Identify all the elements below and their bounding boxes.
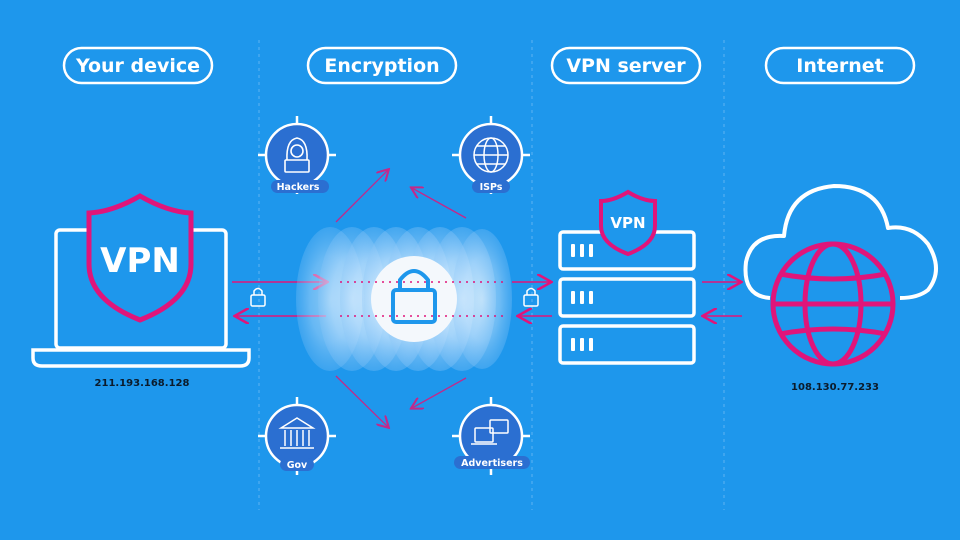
threat-advertisers: Advertisers	[452, 397, 530, 475]
threat-hackers-label: Hackers	[277, 182, 320, 193]
column-dividers	[258, 40, 725, 510]
header-encryption-label: Encryption	[324, 55, 439, 77]
threat-advertisers-label: Advertisers	[461, 458, 523, 469]
internet-ip-address: 108.130.77.233	[791, 382, 879, 393]
header-your-device-label: Your device	[75, 55, 200, 77]
server-vpn-shield: VPN	[599, 189, 657, 257]
header-vpn-server-label: VPN server	[566, 55, 686, 77]
server-shield-label: VPN	[610, 214, 645, 232]
cloud-icon	[743, 184, 938, 300]
threat-isps: ISPs	[452, 116, 530, 194]
threat-gov-label: Gov	[287, 460, 308, 471]
device-shield-label: VPN	[100, 241, 180, 281]
arrows-server-internet	[702, 282, 742, 316]
header-vpn-server: VPN server	[550, 46, 702, 85]
header-internet-label: Internet	[796, 55, 883, 77]
hacker-icon	[284, 137, 310, 173]
device-ip-address: 211.193.168.128	[95, 378, 190, 389]
arrows-encryption-server	[512, 282, 552, 316]
encryption-lock-icon	[371, 256, 457, 342]
header-internet: Internet	[764, 46, 916, 85]
header-your-device: Your device	[62, 46, 214, 85]
device-vpn-shield: VPN	[86, 193, 194, 323]
header-encryption: Encryption	[306, 46, 458, 85]
government-building-icon	[278, 417, 316, 449]
devices-icon	[471, 419, 509, 445]
threat-gov: Gov	[258, 397, 336, 475]
small-lock-icon-right	[523, 287, 539, 307]
threat-isps-label: ISPs	[480, 182, 503, 193]
globe-icon	[473, 137, 509, 173]
small-lock-icon-left	[250, 287, 266, 307]
leak-arrows	[335, 170, 467, 427]
internet-globe-icon	[770, 241, 896, 367]
threat-hackers: Hackers	[258, 116, 336, 194]
